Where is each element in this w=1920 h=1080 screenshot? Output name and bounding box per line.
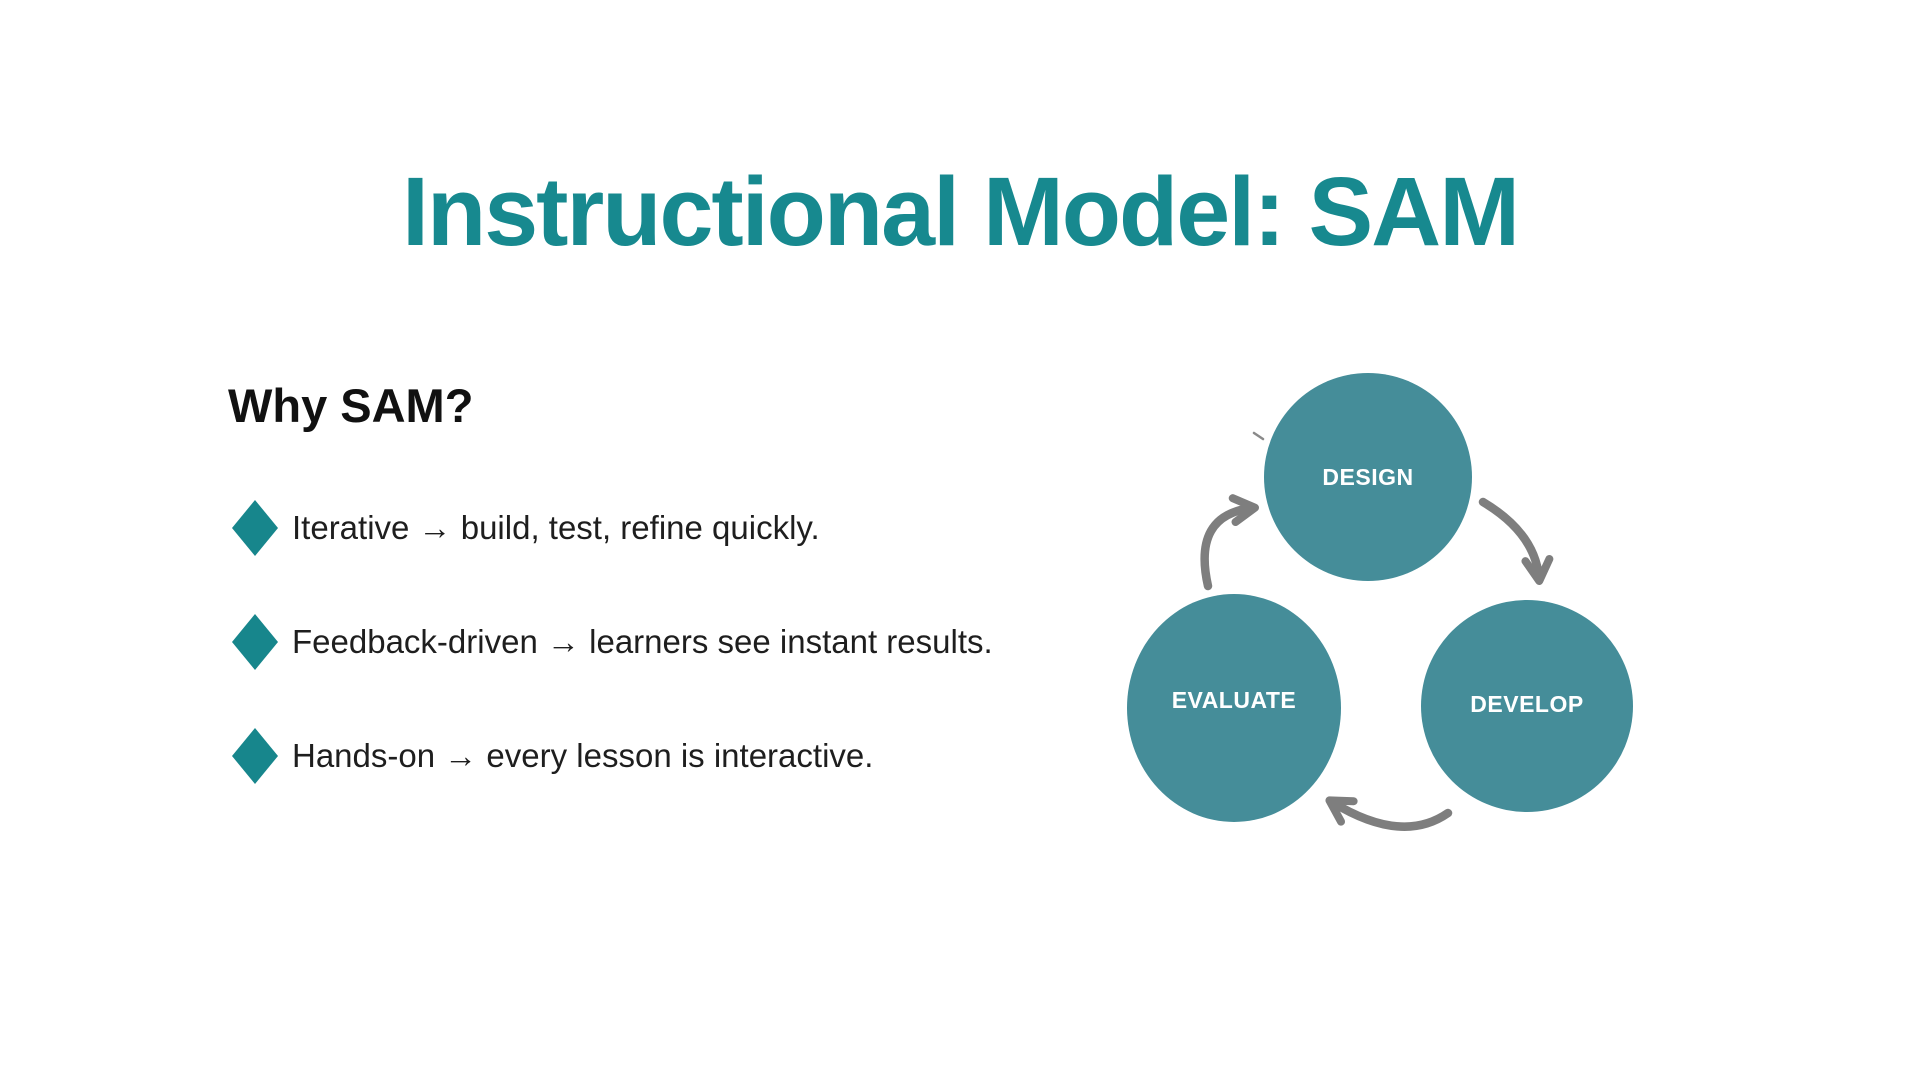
bullet-text: Feedback-driven → learners see instant r… <box>292 623 993 661</box>
sam-cycle-diagram: DESIGN DEVELOP EVALUATE <box>1127 373 1633 831</box>
diamond-bullet-icon <box>232 728 278 784</box>
cycle-arrow-evaluate-to-design-icon <box>1200 494 1259 591</box>
bullet-item: Iterative → build, test, refine quickly. <box>232 500 993 556</box>
node-design-label: DESIGN <box>1322 464 1413 490</box>
bullet-item: Feedback-driven → learners see instant r… <box>232 614 993 670</box>
node-develop-label: DEVELOP <box>1470 691 1583 717</box>
cycle-arrow-develop-to-evaluate-icon <box>1325 796 1453 831</box>
slide-title: Instructional Model: SAM <box>402 157 1520 266</box>
node-evaluate-circle <box>1127 594 1341 822</box>
bullet-list: Iterative → build, test, refine quickly.… <box>232 500 993 842</box>
bullet-text: Hands-on → every lesson is interactive. <box>292 737 874 775</box>
bullet-item: Hands-on → every lesson is interactive. <box>232 728 993 784</box>
node-design-circle <box>1264 373 1472 581</box>
diamond-bullet-icon <box>232 614 278 670</box>
stray-mark <box>1252 431 1265 441</box>
cycle-arrow-design-to-develop-icon <box>1478 497 1554 585</box>
diamond-bullet-icon <box>232 500 278 556</box>
section-heading: Why SAM? <box>228 379 474 432</box>
node-evaluate-label: EVALUATE <box>1172 687 1297 713</box>
bullet-text: Iterative → build, test, refine quickly. <box>292 509 820 547</box>
node-develop-circle <box>1421 600 1633 812</box>
